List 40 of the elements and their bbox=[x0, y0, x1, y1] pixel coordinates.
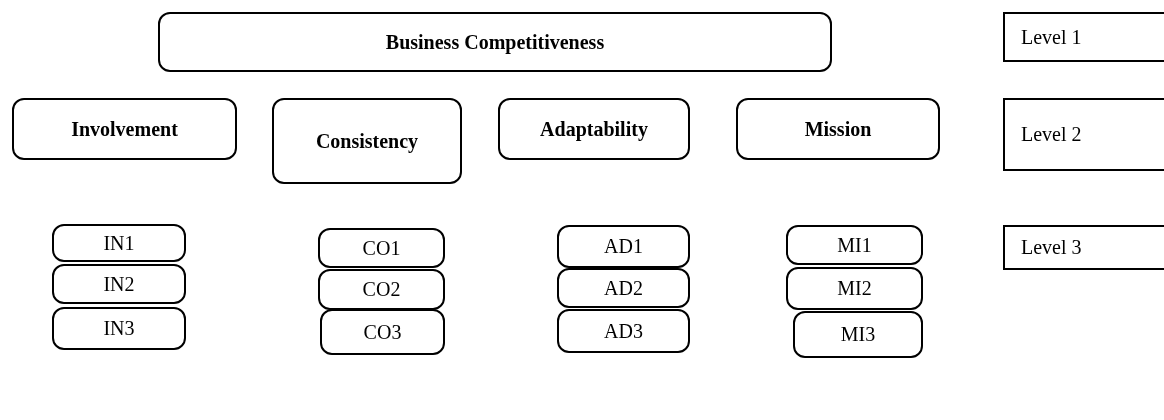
heading-text: Business Competitiveness bbox=[385, 30, 605, 54]
heading-text: Consistency bbox=[315, 129, 419, 153]
node-text: CO3 bbox=[363, 320, 402, 344]
rounded-box bbox=[498, 98, 690, 160]
heading-text: Adaptability bbox=[540, 117, 648, 141]
rounded-box bbox=[793, 311, 923, 358]
rounded-box bbox=[52, 224, 186, 262]
node-text: MI1 bbox=[837, 233, 872, 257]
node-text: Level 1 bbox=[1021, 25, 1082, 49]
level-box bbox=[1003, 98, 1164, 171]
level-box bbox=[1003, 225, 1164, 270]
rounded-box bbox=[12, 98, 237, 160]
rounded-box bbox=[158, 12, 832, 72]
node-text: CO2 bbox=[362, 278, 401, 301]
rounded-box bbox=[52, 264, 186, 304]
node-text: Level 3 bbox=[1021, 236, 1082, 259]
rounded-box bbox=[318, 228, 445, 268]
rounded-box bbox=[786, 267, 923, 310]
rounded-box bbox=[52, 307, 186, 350]
rounded-box bbox=[320, 309, 445, 355]
node-text: IN1 bbox=[103, 231, 135, 255]
rounded-box bbox=[786, 225, 923, 265]
node-text: IN3 bbox=[103, 317, 135, 340]
node-text: Level 2 bbox=[1021, 123, 1082, 146]
node-text: IN2 bbox=[103, 272, 135, 296]
node-text: MI3 bbox=[840, 323, 876, 346]
rounded-box bbox=[272, 98, 462, 184]
node-text: AD3 bbox=[604, 319, 643, 343]
node-text: MI2 bbox=[837, 277, 872, 300]
level-box bbox=[1003, 12, 1164, 62]
rounded-box bbox=[557, 309, 690, 353]
node-text: CO1 bbox=[362, 236, 401, 260]
rounded-box bbox=[318, 269, 445, 310]
heading-text: Involvement bbox=[71, 117, 178, 141]
rounded-box bbox=[736, 98, 940, 160]
rounded-box bbox=[557, 268, 690, 308]
heading-text: Mission bbox=[804, 117, 872, 141]
node-text: AD1 bbox=[604, 235, 643, 258]
node-text: AD2 bbox=[604, 276, 643, 300]
rounded-box bbox=[557, 225, 690, 268]
